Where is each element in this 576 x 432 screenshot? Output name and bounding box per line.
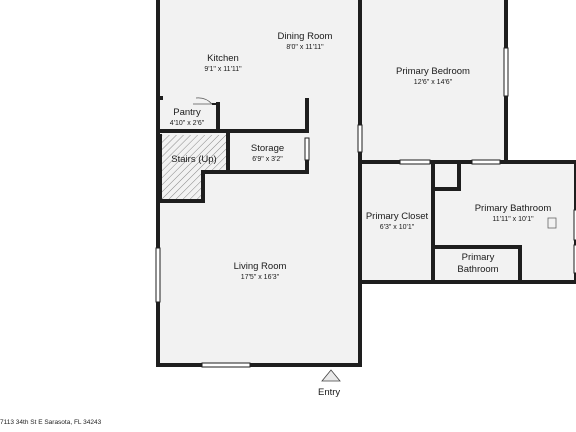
room-name: Primary Bedroom <box>396 66 470 77</box>
room-dims: 4'10" x 2'6" <box>169 120 205 127</box>
room-storage: Storage 6'9" x 3'2" <box>230 143 305 164</box>
room-dims: 17'5" x 16'3" <box>240 274 280 281</box>
room-living: Living Room 17'5" x 16'3" <box>215 261 305 282</box>
room-primary-closet: Primary Closet 6'3" x 10'1" <box>362 211 432 232</box>
room-dining: Dining Room 8'0" x 11'11" <box>265 31 345 52</box>
walls <box>156 0 576 367</box>
room-name: Pantry <box>173 107 201 118</box>
room-primary-bedroom: Primary Bedroom 12'6" x 14'6" <box>383 66 483 87</box>
room-pantry: Pantry 4'10" x 2'6" <box>162 107 212 128</box>
room-kitchen: Kitchen 9'1" x 11'11" <box>183 53 263 74</box>
room-dims: 11'11" x 10'1" <box>492 216 534 223</box>
entry-arrow-icon[interactable] <box>321 369 341 382</box>
stairs-hatch <box>161 135 228 201</box>
room-name: Primary Bathroom <box>457 252 499 275</box>
address-text: 7113 34th St E Sarasota, FL 34243 <box>0 419 102 426</box>
entry-label: Entry <box>318 387 341 398</box>
room-dims: 9'1" x 11'11" <box>204 66 242 73</box>
floor-fill <box>158 0 576 365</box>
bath-fixture <box>547 217 557 229</box>
windows <box>155 47 576 368</box>
room-name: Kitchen <box>207 53 239 64</box>
room-name: Storage <box>250 143 285 154</box>
room-dims: 6'9" x 3'2" <box>252 156 283 163</box>
room-name: Primary Bathroom <box>474 203 552 214</box>
room-primary-bathroom: Primary Bathroom 11'11" x 10'1" <box>462 203 564 224</box>
room-name: Living Room <box>233 261 287 272</box>
room-primary-bathroom-2: Primary Bathroom <box>442 252 514 276</box>
room-dims: 6'3" x 10'1" <box>379 224 415 231</box>
room-dims: 12'6" x 14'6" <box>413 79 453 86</box>
room-name: Dining Room <box>277 31 333 42</box>
room-dims: 8'0" x 11'11" <box>286 44 324 51</box>
room-name: Stairs (Up) <box>171 154 217 165</box>
room-name: Primary Closet <box>365 211 429 222</box>
room-stairs: Stairs (Up) <box>163 154 225 166</box>
pantry-door-swing <box>193 97 213 105</box>
